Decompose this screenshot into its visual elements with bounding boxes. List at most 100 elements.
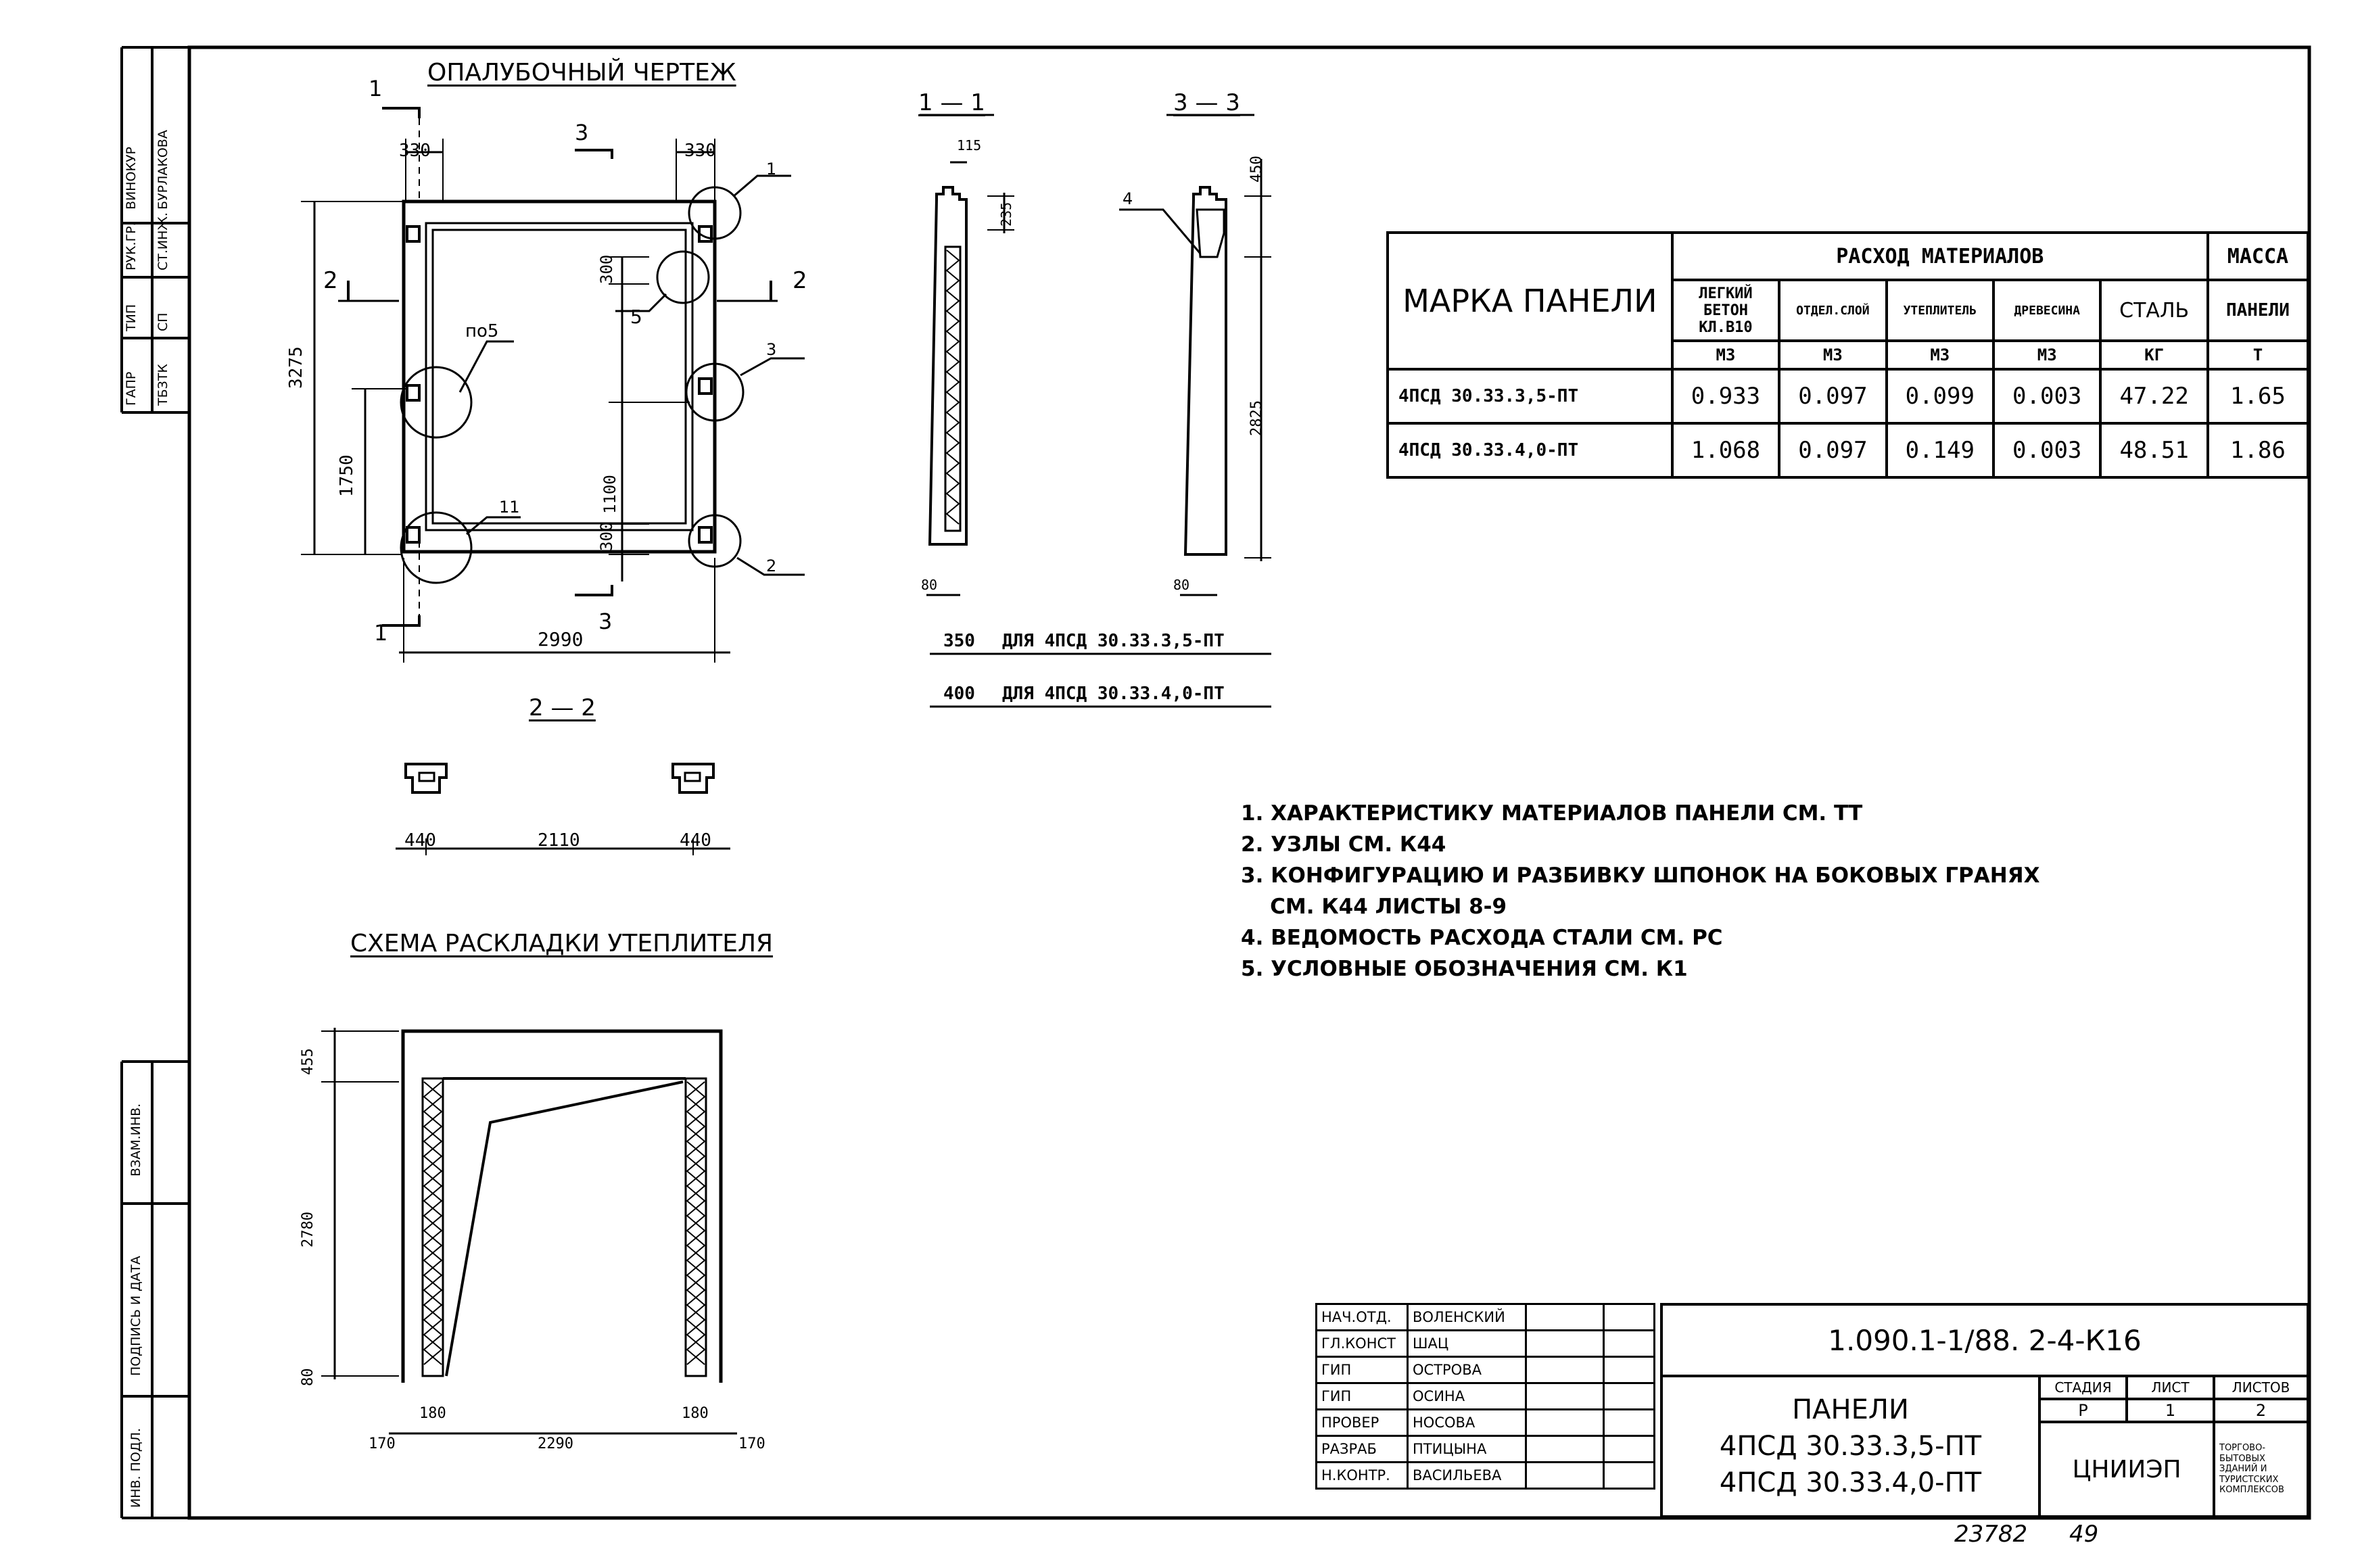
side-stamp-invpodl: ИНВ. ПОДЛ. — [128, 1427, 143, 1508]
sig-name: ВОЛЕНСКИЙ — [1407, 1303, 1527, 1331]
doc-title-line2: 4ПСД 30.33.3,5-ПТ — [1719, 1431, 1982, 1462]
stage-value: Р — [2038, 1398, 2128, 1423]
dim-440-right: 440 — [680, 830, 711, 851]
section-11-title: 1 — 1 — [918, 89, 985, 116]
dim-2990: 2990 — [538, 628, 584, 650]
dim-115: 115 — [957, 137, 982, 153]
dim-300-bot: 300 — [597, 521, 616, 551]
side-stamp-vinokur: ВИНОКУР — [124, 146, 139, 210]
callout-5: 5 — [630, 306, 642, 328]
callout-11: 11 — [499, 498, 520, 517]
head-mark: МАРКА ПАНЕЛИ — [1386, 231, 1674, 371]
dim-2110: 2110 — [538, 830, 580, 851]
sig-name: ПТИЦЫНА — [1407, 1435, 1527, 1463]
insulation-title: СХЕМА РАСКЛАДКИ УТЕПЛИТЕЛЯ — [350, 930, 774, 957]
row-value: 0.097 — [1778, 422, 1888, 479]
sig-name: ШАЦ — [1407, 1329, 1527, 1358]
side-stamp-podpis: ПОДПИСЬ И ДАТА — [128, 1256, 143, 1376]
sig-signature — [1525, 1303, 1605, 1331]
formwork-title: ОПАЛУБОЧНЫЙ ЧЕРТЕЖ — [427, 59, 736, 87]
dim-450: 450 — [1248, 156, 1265, 183]
sheet-frame — [187, 45, 2311, 1520]
row-value: 0.003 — [1991, 422, 2102, 479]
marker-2-right: 2 — [793, 267, 807, 294]
section-33-title: 3 — 3 — [1173, 89, 1240, 116]
side-stamp-rukgr: РУК.ГР. — [124, 222, 139, 270]
dim-80-ins: 80 — [300, 1368, 316, 1387]
head-consumption: РАСХОД МАТЕРИАЛОВ — [1670, 231, 2209, 281]
sig-date — [1603, 1329, 1655, 1358]
doc-title-line1: ПАНЕЛИ — [1792, 1394, 1909, 1425]
callout-1: 1 — [766, 160, 777, 179]
col-unit-panel: Т — [2206, 339, 2310, 371]
variant-dim-400: 400 — [943, 684, 975, 704]
dim-2780: 2780 — [300, 1212, 316, 1248]
marker-1-top: 1 — [369, 76, 383, 101]
marker-2-left: 2 — [323, 267, 338, 294]
sheet-value: 1 — [2125, 1398, 2215, 1423]
side-stamp-vzaminv: ВЗАМ.ИНВ. — [128, 1103, 143, 1177]
sheets-value: 2 — [2213, 1398, 2309, 1423]
dim-80-s33: 80 — [1173, 577, 1190, 593]
sig-signature — [1525, 1461, 1605, 1490]
row-mark: 4ПСД 30.33.4,0-ПТ — [1386, 422, 1674, 479]
page-number: 49 — [2069, 1521, 2099, 1548]
col-unit-wood: М3 — [1991, 339, 2102, 371]
sig-role: ГЛ.КОНСТ — [1315, 1329, 1409, 1358]
row-value: 0.003 — [1991, 368, 2102, 425]
dim-440-left: 440 — [404, 830, 436, 851]
row-value: 1.86 — [2206, 422, 2310, 479]
sig-role: НАЧ.ОТД. — [1315, 1303, 1409, 1331]
sig-date — [1603, 1435, 1655, 1463]
side-stamp-tip: ТИП — [124, 304, 139, 331]
section-33-drawing — [930, 114, 1271, 708]
callout-4: 4 — [1123, 189, 1133, 208]
dim-80-s11: 80 — [921, 577, 938, 593]
col-unit-insulation: М3 — [1885, 339, 1996, 371]
note-item: 2. УЗЛЫ СМ. К44 — [1241, 832, 1446, 857]
col-name-steel: СТАЛЬ — [2099, 279, 2209, 342]
row-value: 1.068 — [1670, 422, 1781, 479]
col-name-wood: ДРЕВЕСИНА — [1991, 279, 2102, 342]
dim-330-left: 330 — [399, 141, 431, 161]
dim-1100: 1100 — [600, 475, 619, 514]
dim-2825: 2825 — [1248, 400, 1265, 436]
row-value: 0.099 — [1885, 368, 1996, 425]
sig-name: ОСТРОВА — [1407, 1356, 1527, 1384]
head-mass: МАССА — [2206, 231, 2310, 281]
side-stamp-stinzh: СТ.ИНЖ. — [156, 212, 170, 270]
col-name-finish: ОТДЕЛ.СЛОЙ — [1778, 279, 1888, 342]
hole-label: по5 — [465, 321, 499, 341]
section-22-title: 2 — 2 — [529, 694, 596, 721]
sig-date — [1603, 1356, 1655, 1384]
dim-180-left: 180 — [419, 1405, 446, 1422]
sig-signature — [1525, 1356, 1605, 1384]
doc-code: 1.090.1-1/88. 2-4-К16 — [1660, 1303, 2309, 1377]
side-stamp-burlakova: БУРЛАКОВА — [156, 130, 170, 210]
sig-date — [1603, 1461, 1655, 1490]
formwork-drawing — [301, 107, 805, 663]
section-22-drawing — [396, 763, 730, 855]
dim-3275: 3275 — [286, 346, 306, 389]
sig-date — [1603, 1408, 1655, 1437]
col-name-concrete: ЛЕГКИЙ БЕТОН КЛ.В10 — [1670, 279, 1781, 342]
side-stamp-gapr: ГАПР — [124, 371, 139, 406]
dim-180-right: 180 — [682, 1405, 709, 1422]
sig-name: ВАСИЛЬЕВА — [1407, 1461, 1527, 1490]
col-unit-finish: М3 — [1778, 339, 1888, 371]
insulation-drawing — [321, 1028, 737, 1435]
side-stamp-tbztk: ТБЗТК — [156, 364, 170, 406]
sig-role: РАЗРАБ — [1315, 1435, 1409, 1463]
notes: 1. ХАРАКТЕРИСТИКУ МАТЕРИАЛОВ ПАНЕЛИ СМ. … — [1241, 798, 2039, 984]
sig-signature — [1525, 1408, 1605, 1437]
doc-title: ПАНЕЛИ 4ПСД 30.33.3,5-ПТ 4ПСД 30.33.4,0-… — [1660, 1375, 2041, 1518]
dim-1750: 1750 — [337, 454, 357, 497]
table-row: 4ПСД 30.33.3,5-ПТ 0.933 0.097 0.099 0.00… — [1386, 368, 2310, 425]
sig-date — [1603, 1303, 1655, 1331]
inventory-number: 23782 — [1954, 1521, 2028, 1548]
sig-signature — [1525, 1329, 1605, 1358]
note-item: СМ. К44 ЛИСТЫ 8-9 — [1241, 895, 1507, 919]
marker-1-bot: 1 — [374, 620, 388, 646]
